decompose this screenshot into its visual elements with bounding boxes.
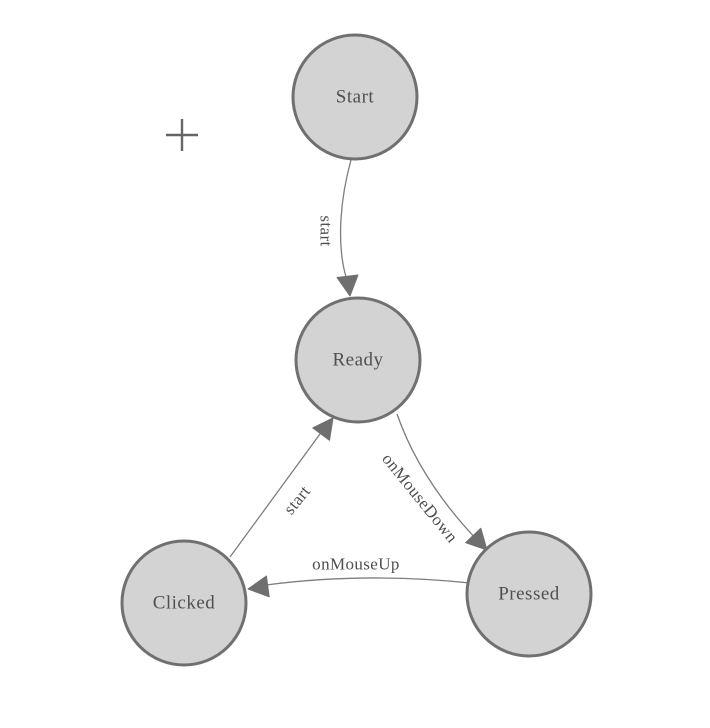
edge-clicked-to-ready[interactable]: start: [229, 417, 334, 558]
edge-label-start-2[interactable]: start: [280, 482, 314, 518]
state-node-clicked[interactable]: Clicked: [120, 539, 248, 667]
state-node-circle[interactable]: [120, 539, 248, 667]
arrowhead-icon: [336, 274, 359, 297]
edge-line-start-to-ready[interactable]: [339, 159, 352, 278]
edge-line-pressed-to-clicked[interactable]: [265, 577, 471, 586]
edge-start-to-ready[interactable]: start: [317, 159, 359, 297]
edge-ready-to-pressed[interactable]: onMouseDown: [378, 413, 488, 551]
arrowhead-icon: [312, 417, 334, 441]
state-node-pressed[interactable]: Pressed: [465, 530, 593, 658]
state-node-circle[interactable]: [294, 296, 422, 424]
state-node-label: Ready: [332, 350, 383, 371]
edge-label-start[interactable]: start: [317, 215, 336, 246]
arrowhead-icon: [247, 575, 270, 598]
edge-line-clicked-to-ready[interactable]: [229, 433, 321, 558]
edge-line-ready-to-pressed[interactable]: [396, 413, 479, 542]
state-node-label: Start: [336, 87, 375, 108]
arrowhead-icon: [465, 527, 488, 551]
state-node-label: Clicked: [153, 593, 216, 614]
state-node-circle[interactable]: [465, 530, 593, 658]
edge-label-onmouseup[interactable]: onMouseUp: [312, 555, 400, 574]
edge-pressed-to-clicked[interactable]: onMouseUp: [247, 555, 471, 598]
state-node-circle[interactable]: [291, 33, 419, 161]
state-node-label: Pressed: [498, 584, 560, 605]
crosshair-icon[interactable]: [166, 119, 198, 151]
state-node-ready[interactable]: Ready: [294, 296, 422, 424]
state-node-start[interactable]: Start: [291, 33, 419, 161]
